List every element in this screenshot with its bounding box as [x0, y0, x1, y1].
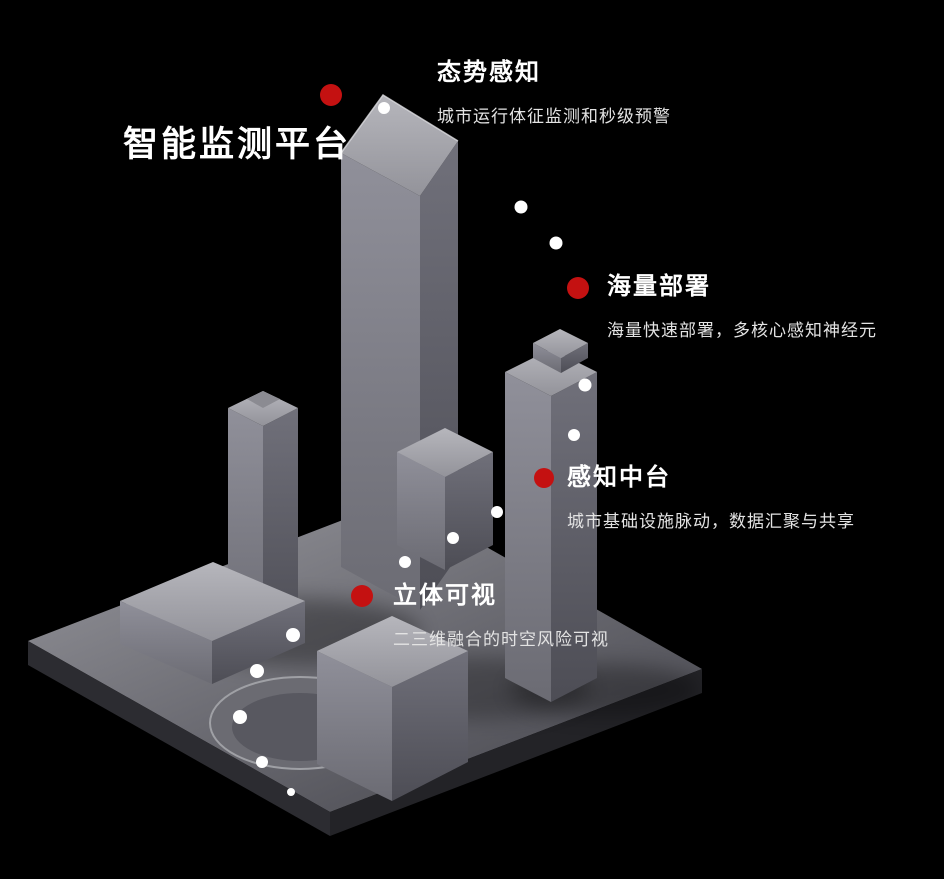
tower-front-top-face	[317, 616, 468, 687]
trail-dot	[568, 429, 580, 441]
red-dot-icon-platform	[534, 468, 554, 488]
tower-right-cap-right	[561, 343, 588, 373]
feature-title: 态势感知	[437, 59, 541, 86]
feature-desc: 城市运行体征监测和秒级预警	[437, 107, 671, 126]
trail-dot	[447, 532, 459, 544]
trail-dot	[549, 236, 563, 250]
feature-perception-platform: 感知中台 城市基础设施脉动，数据汇聚与共享	[567, 465, 855, 532]
tower-front-center	[317, 616, 468, 801]
tower-tall-ridge-highlight	[340, 93, 459, 154]
feature-title: 感知中台	[567, 464, 671, 491]
trail-dot	[250, 664, 264, 678]
trail-dot	[491, 506, 503, 518]
feature-3d-visualization: 立体可视 二三维融合的时空风险可视	[393, 583, 609, 650]
tower-front-right-face	[392, 651, 468, 801]
trail-dot	[514, 200, 528, 214]
trail-dot	[378, 102, 390, 114]
red-dot-icon-deployment	[567, 277, 589, 299]
tower-right-cap-left	[533, 343, 561, 373]
base-side-left	[28, 641, 330, 836]
slab-top-face	[120, 562, 305, 641]
tower-left-top-face	[228, 391, 298, 426]
dotted-trail	[233, 102, 592, 796]
tower-right-cap-top	[533, 329, 588, 358]
slab-front-left	[120, 562, 305, 684]
tower-right-left-face	[505, 372, 551, 702]
feature-desc: 城市基础设施脉动，数据汇聚与共享	[567, 512, 855, 531]
trail-dot	[286, 628, 300, 642]
building-center-mid	[397, 428, 493, 570]
trail-dot	[399, 556, 411, 568]
feature-situational-awareness: 态势感知 城市运行体征监测和秒级预警	[437, 60, 671, 127]
trail-dot	[256, 756, 268, 768]
red-dot-icon-situational	[320, 84, 342, 106]
trail-dot	[233, 710, 247, 724]
tower-right	[505, 329, 597, 702]
tower-tall-top-face	[341, 95, 458, 196]
slab-left-face	[120, 601, 212, 684]
slab-right-face	[212, 601, 305, 684]
tower-front-left-face	[317, 651, 392, 801]
feature-desc: 海量快速部署，多核心感知神经元	[607, 321, 877, 340]
tower-left-roof-notch	[247, 391, 280, 408]
trail-dot	[287, 788, 295, 796]
building-center-top-face	[397, 428, 493, 477]
page-title: 智能监测平台	[123, 125, 352, 164]
red-dot-icon-visual	[351, 585, 373, 607]
tower-right-right-face	[551, 372, 597, 702]
feature-title: 海量部署	[607, 273, 711, 300]
tower-left-right-face	[263, 408, 298, 645]
feature-mass-deployment: 海量部署 海量快速部署，多核心感知神经元	[607, 274, 877, 341]
trail-dot	[578, 378, 592, 392]
feature-desc: 二三维融合的时空风险可视	[393, 630, 609, 649]
building-center-left-face	[397, 452, 445, 570]
feature-title: 立体可视	[393, 582, 497, 609]
